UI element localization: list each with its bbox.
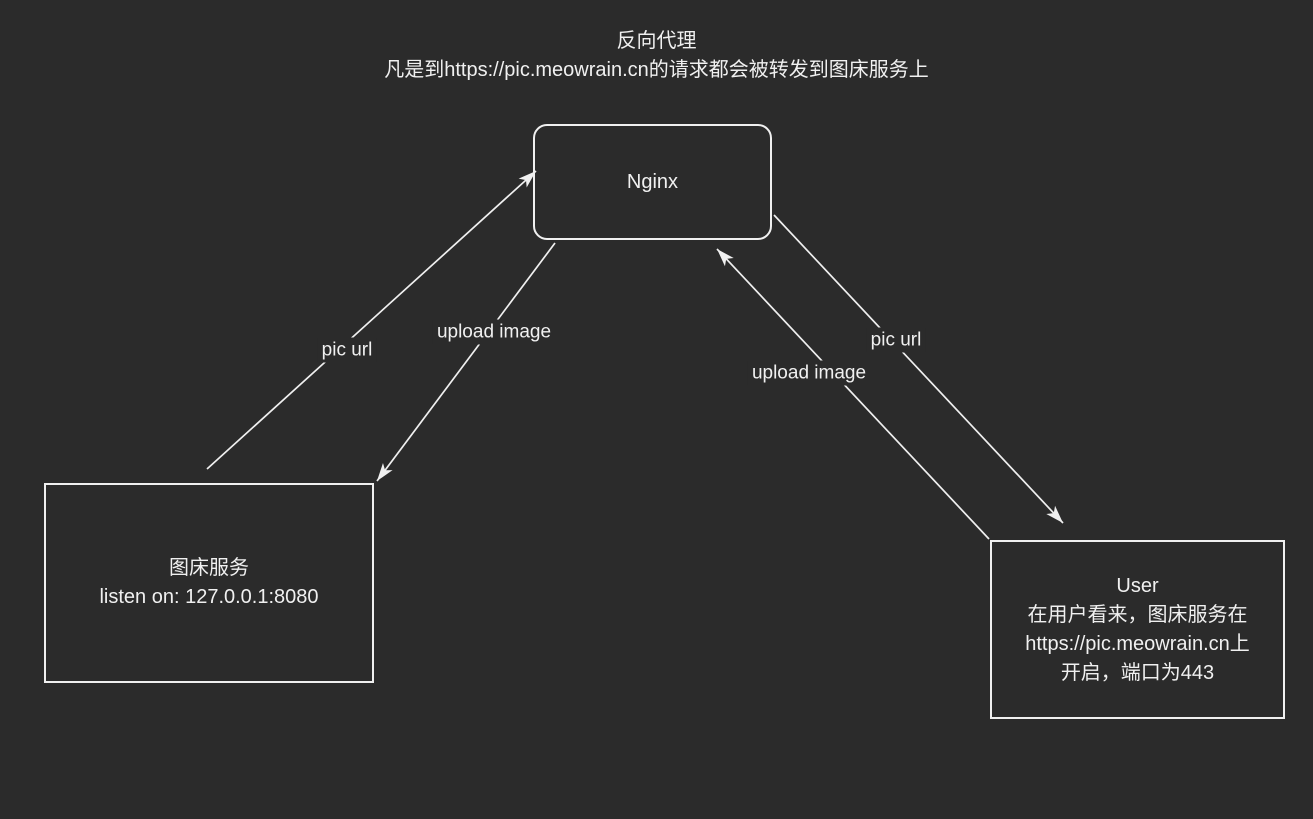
edge-label-pic-url-left: pic url (317, 337, 377, 363)
nginx-label: Nginx (626, 170, 679, 193)
pic-service-subtitle: listen on: 127.0.0.1:8080 (99, 586, 319, 608)
edge-upload-image-left (376, 242, 556, 482)
edge-upload-image-right (716, 248, 990, 540)
node-nginx: Nginx (533, 124, 772, 240)
user-desc-line-1: 在用户看来，图床服务在 (1027, 603, 1248, 626)
user-desc-line-2: https://pic.meowrain.cn上 (1025, 632, 1250, 655)
node-user: User 在用户看来，图床服务在 https://pic.meowrain.cn… (990, 540, 1285, 719)
edge-label-pic-url-right: pic url (866, 327, 926, 353)
edge-label-upload-image-right: upload image (747, 360, 871, 386)
node-pic-service: 图床服务 listen on: 127.0.0.1:8080 (44, 483, 374, 683)
diagram-title: 反向代理 凡是到https://pic.meowrain.cn的请求都会被转发到… (0, 27, 1313, 85)
title-line-2: 凡是到https://pic.meowrain.cn的请求都会被转发到图床服务上 (384, 59, 929, 81)
user-label: User (1116, 574, 1159, 597)
user-desc-line-3: 开启，端口为443 (1060, 661, 1215, 684)
pic-service-title: 图床服务 (169, 557, 249, 579)
edge-label-upload-image-left: upload image (432, 319, 556, 345)
title-line-1: 反向代理 (616, 30, 697, 52)
